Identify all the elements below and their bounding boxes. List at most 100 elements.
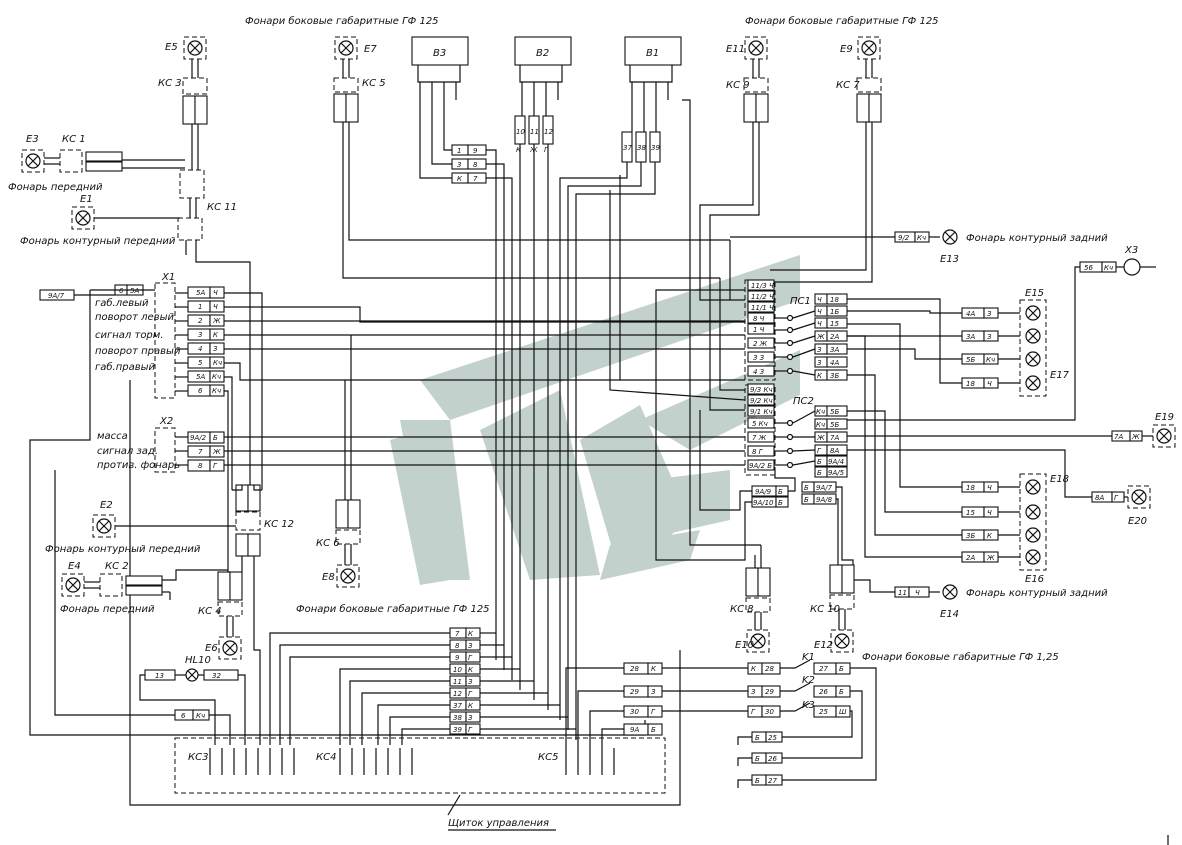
k2-label: K2 (802, 675, 815, 686)
svg-text:З: З (987, 333, 992, 341)
pc1-left-terminals: 11/3 Ч 11/2 Ч 11/1 Ч 8 Ч 1 Ч 2 Ж 3 З 4 З (747, 279, 775, 377)
svg-text:З: З (213, 345, 218, 353)
hl10-tag-2 (203, 669, 239, 681)
svg-text:Г: Г (544, 146, 549, 154)
svg-text:27: 27 (768, 777, 777, 785)
lamp-e20-label: E20 (1128, 516, 1147, 527)
svg-text:10: 10 (516, 128, 525, 136)
svg-text:9А/10: 9А/10 (753, 499, 774, 507)
svg-text:7: 7 (473, 175, 478, 183)
svg-text:Ч: Ч (987, 484, 992, 492)
svg-text:Б: Б (804, 484, 809, 492)
lamp-e12-label: E12 (814, 640, 833, 651)
svg-text:8А: 8А (1095, 494, 1104, 502)
kc7-connector (856, 77, 882, 93)
svg-text:4А: 4А (966, 310, 975, 318)
svg-text:11: 11 (898, 589, 907, 597)
svg-text:39: 39 (651, 144, 660, 152)
caption-e13: Фонарь контурный задний (966, 233, 1108, 244)
lamp-e10: E10 (735, 629, 770, 653)
svg-text:Г: Г (817, 447, 822, 455)
svg-text:2: 2 (198, 317, 203, 325)
svg-text:Ч: Ч (817, 296, 822, 304)
svg-text:З: З (468, 678, 473, 686)
svg-text:7: 7 (455, 630, 460, 638)
svg-text:11/2 Ч: 11/2 Ч (751, 293, 774, 301)
b1-label: B1 (646, 48, 659, 59)
svg-text:Б: Б (817, 469, 822, 477)
e18-e16-lamps (1025, 479, 1041, 565)
lamp-e3-label: E3 (26, 134, 39, 145)
lamp-e5: E5 (165, 36, 207, 60)
svg-text:9А/2: 9А/2 (190, 434, 207, 442)
kc5-pin-1 (333, 93, 347, 123)
kc10-label: КС 10 (810, 604, 840, 615)
pc2-contacts (774, 419, 794, 469)
lamp-e3: E3 (21, 134, 45, 173)
kc12-connector (235, 511, 261, 531)
kc12-label: КС 12 (264, 519, 294, 530)
caption-e3: Фонарь передний (8, 182, 103, 193)
svg-text:12: 12 (453, 690, 462, 698)
pc2-left-terminals: 9/3 Кч 9/2 Кч 9/1 Кч 5 Кч 7 Ж 8 Г 9А/2 Б (747, 383, 775, 471)
lamp-e20: E20 (1127, 485, 1151, 527)
lamp-e9: E9 (840, 36, 881, 60)
svg-text:Г: Г (751, 708, 756, 716)
svg-text:5Б: 5Б (966, 356, 975, 364)
svg-text:Г: Г (468, 654, 473, 662)
kc7-pin-2 (868, 93, 882, 123)
svg-text:Б: Б (839, 665, 844, 673)
lamp-e2: E2 (92, 500, 116, 538)
x2-signal-labels: масса сигнал зад. против. фонарь (97, 431, 180, 471)
caption-e2: Фонарь контурный передний (45, 544, 201, 555)
lamp-e4-label: E4 (68, 561, 81, 572)
svg-text:6: 6 (181, 712, 186, 720)
kc8-connector (745, 597, 771, 613)
svg-text:Б: Б (804, 496, 809, 504)
svg-text:Б: Б (778, 488, 783, 496)
svg-text:28: 28 (630, 665, 639, 673)
svg-text:Ч: Ч (987, 380, 992, 388)
svg-text:12: 12 (544, 128, 553, 136)
kc1-pin-2 (85, 161, 123, 172)
x2-connector (154, 427, 176, 473)
pc2-label: ПС2 (793, 396, 814, 407)
x1-connector (154, 282, 176, 399)
svg-text:9/1 Кч: 9/1 Кч (750, 408, 773, 416)
kc5-pin-2 (345, 93, 359, 123)
svg-text:К: К (987, 532, 993, 540)
kc10-pin-2 (841, 564, 855, 594)
kc8-pin-1 (745, 567, 759, 597)
svg-text:9А/5: 9А/5 (828, 469, 845, 477)
kc10-connector (829, 594, 855, 610)
svg-text:Ш: Ш (839, 708, 847, 716)
svg-text:Ч: Ч (213, 289, 218, 297)
svg-text:Б: Б (755, 734, 760, 742)
caption-side-lamps-top-right: Фонари бокoвые габаритные ГФ 125 (745, 15, 939, 27)
svg-text:Ж: Ж (986, 554, 995, 562)
svg-text:3Б: 3Б (830, 372, 839, 380)
svg-text:Б: Б (817, 458, 822, 466)
kc2-pin-1 (125, 575, 163, 586)
svg-text:39: 39 (453, 726, 462, 734)
svg-text:25: 25 (768, 734, 777, 742)
svg-text:9/2: 9/2 (898, 234, 910, 242)
svg-text:8: 8 (455, 642, 460, 650)
svg-text:Ж: Ж (816, 434, 825, 442)
kc6-label: КС 6 (316, 538, 340, 549)
pc2-connector (744, 384, 776, 476)
kc4-label: КС 4 (198, 606, 222, 617)
svg-text:против. фонарь: против. фонарь (97, 460, 180, 471)
hl10-label: HL10 (185, 655, 211, 666)
caption-side-lamps-bottom-right: Фонари бокoвые габаритные ГФ 1,25 (862, 651, 1059, 663)
lamp-e19: E19 (1152, 412, 1176, 448)
svg-text:38: 38 (453, 714, 462, 722)
svg-text:9А: 9А (630, 726, 639, 734)
svg-text:9А/7: 9А/7 (816, 484, 833, 492)
svg-text:З: З (468, 714, 473, 722)
k1-label: K1 (802, 652, 815, 663)
panel-kc5-label: КС5 (538, 752, 558, 763)
